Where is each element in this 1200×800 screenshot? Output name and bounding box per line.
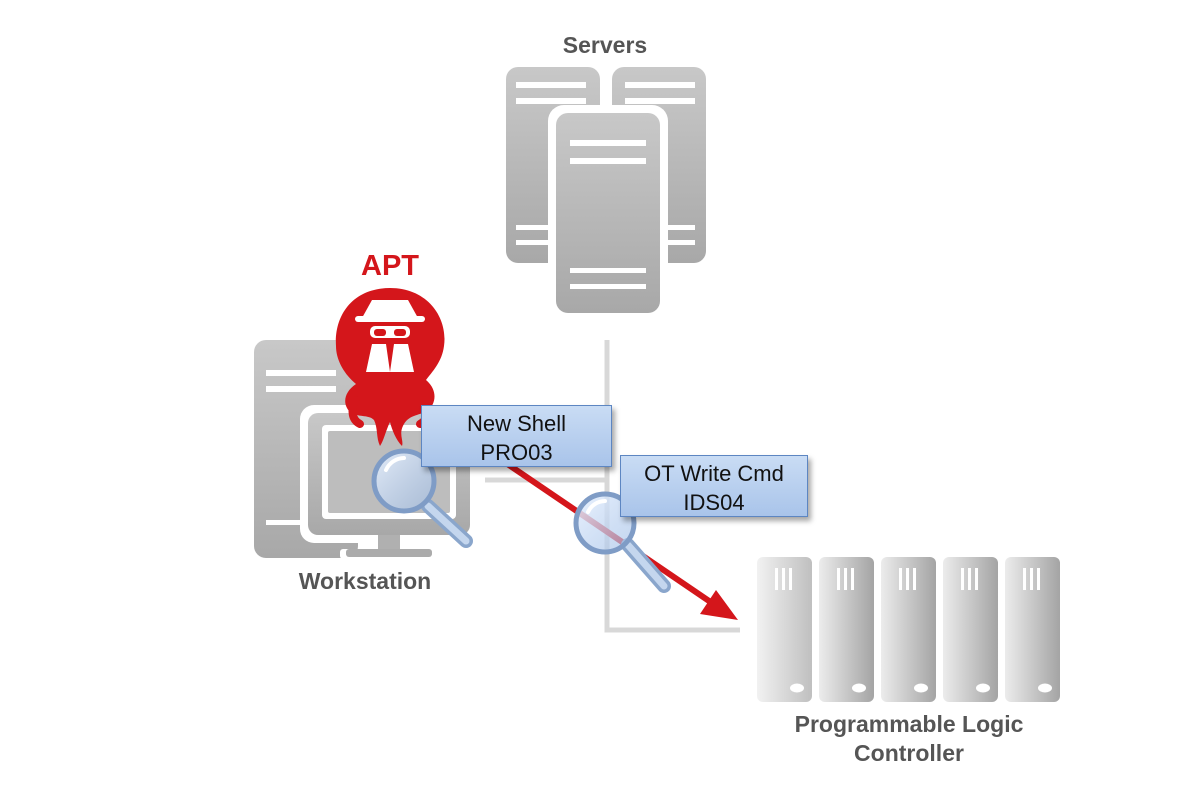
alert-title: OT Write Cmd [644, 461, 784, 486]
plc-icon [757, 557, 1060, 702]
alert-title: New Shell [466, 411, 567, 436]
plc-module [819, 557, 874, 702]
apt-spy-icon [335, 288, 445, 446]
magnifier-icon [573, 491, 671, 593]
plc-label: Programmable Logic Controller [748, 710, 1070, 768]
server-icon [506, 67, 706, 320]
plc-module [943, 557, 998, 702]
plc-label-line1: Programmable Logic [794, 711, 1024, 737]
alert-code: PRO03 [480, 440, 553, 465]
plc-module [757, 557, 812, 702]
alert-box-ot-write: OT Write Cmd IDS04 [620, 455, 808, 517]
workstation-label: Workstation [298, 568, 432, 594]
plc-label-line2: Controller [854, 740, 964, 766]
alert-box-new-shell: New Shell PRO03 [421, 405, 612, 467]
servers-label: Servers [562, 32, 648, 58]
alert-code: IDS04 [683, 490, 745, 515]
magnifier-icon [371, 448, 473, 548]
apt-label: APT [361, 250, 419, 282]
plc-module [881, 557, 936, 702]
plc-module [1005, 557, 1060, 702]
